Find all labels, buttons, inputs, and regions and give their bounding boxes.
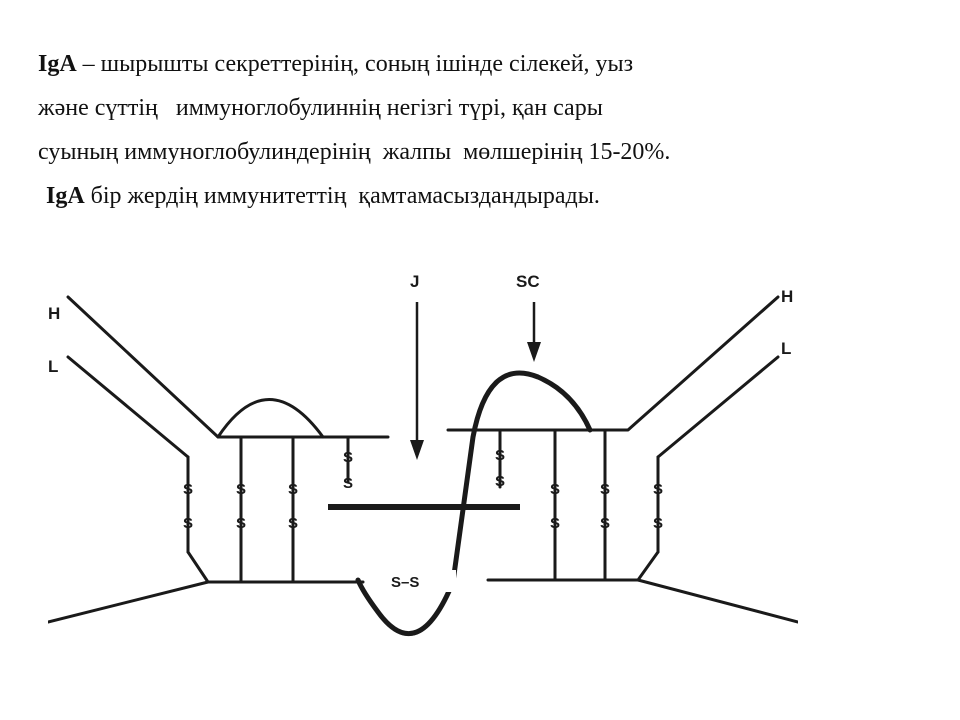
text-line-4-rest: бір жердің иммунитеттің қамтамасыздандыр… [84, 183, 600, 209]
iga-dimer-diagram: H L H L J SC S S S S S S S S S S S S S S… [48, 262, 798, 662]
ss-right-2b: S [550, 515, 560, 532]
left-light-chain [66, 355, 190, 459]
ss-right-2a: S [550, 481, 560, 498]
label-h-right: H [781, 287, 793, 306]
text-line-1-rest: – шырышты секреттерінің, соның ішінде сі… [76, 51, 634, 77]
ss-bond-mask [386, 570, 456, 592]
left-lower-light [186, 550, 210, 584]
ss-right-1a: S [495, 447, 505, 464]
ss-left-4a: S [343, 449, 353, 466]
label-h-left: H [48, 304, 60, 323]
ss-left-4b: S [343, 475, 353, 492]
term-iga-2: IgA [46, 183, 85, 209]
right-lower-light [636, 550, 660, 582]
term-iga: IgA [38, 51, 77, 77]
ss-right-3a: S [600, 481, 610, 498]
right-lower-heavy [486, 578, 798, 624]
label-j: J [410, 272, 419, 291]
ss-left-3a: S [288, 481, 298, 498]
ss-right-4a: S [653, 481, 663, 498]
left-heavy-bump [216, 398, 325, 439]
right-light-chain [656, 355, 780, 459]
ss-left-2b: S [236, 515, 246, 532]
text-line-4: IgA бір жердің иммунитеттің қамтамасызда… [38, 174, 928, 218]
text-line-3: суының иммуноглобулиндерінің жалпы мөлше… [38, 139, 671, 165]
sc-arrow-head [527, 342, 541, 362]
ss-left-1a: S [183, 481, 193, 498]
secretory-component [355, 370, 593, 637]
label-l-left: L [48, 357, 58, 376]
ss-left-3b: S [288, 515, 298, 532]
right-heavy-chain [446, 295, 780, 432]
disulfide-labels-left: S S S S S S S S [183, 449, 353, 532]
label-sc: SC [516, 272, 540, 291]
ss-right-1b: S [495, 473, 505, 490]
text-line-2: және сүттің иммуноглобулиннің негізгі тү… [38, 95, 603, 121]
ss-right-4b: S [653, 515, 663, 532]
description-text: IgA – шырышты секреттерінің, соның ішінд… [38, 42, 928, 218]
j-arrow-head [410, 440, 424, 460]
iga-dimer-svg: H L H L J SC S S S S S S S S S S S S S S… [48, 272, 798, 637]
left-lower-heavy [48, 580, 365, 624]
ss-left-1b: S [183, 515, 193, 532]
text-line-1: IgA – шырышты секреттерінің, соның ішінд… [38, 42, 928, 86]
ss-right-3b: S [600, 515, 610, 532]
label-l-right: L [781, 339, 791, 358]
disulfide-labels-right: S S S S S S S S [495, 447, 663, 532]
left-heavy-chain [66, 295, 390, 439]
ss-left-2a: S [236, 481, 246, 498]
ss-bond-bottom: S–S [391, 574, 419, 591]
